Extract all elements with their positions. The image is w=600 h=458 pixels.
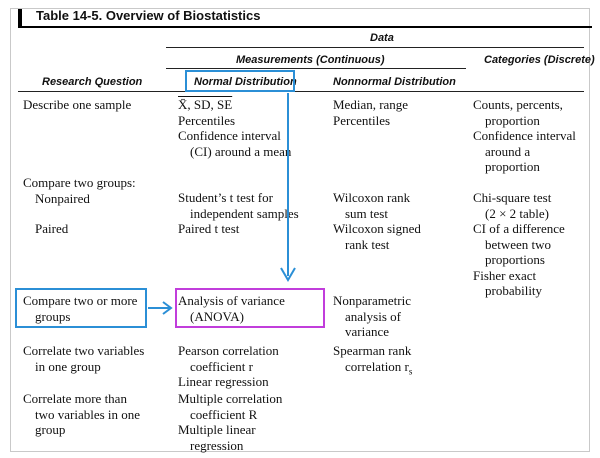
cell-line: Analysis of variance <box>178 293 285 308</box>
header-nonnormal-distribution: Nonnormal Distribution <box>333 76 456 88</box>
cell-line: Student’s t test for <box>178 190 273 205</box>
cell-line: X̄, SD, SE <box>178 97 233 112</box>
row-nonpaired-categories: Chi-square test (2 × 2 table) <box>473 190 551 221</box>
cell-line: coefficient R <box>190 406 258 422</box>
row-compare-two-question: Compare two groups: Nonpaired <box>23 175 136 206</box>
cell-line: regression <box>190 437 244 453</box>
header-rule-bottom <box>18 91 584 92</box>
cell-line: CI of a difference <box>473 221 565 236</box>
cell-line: Fisher exact <box>473 267 537 283</box>
cell-line: group <box>35 422 66 437</box>
row-describe-normal: X̄, SD, SE Percentiles Confidence interv… <box>178 97 291 159</box>
row-paired-nonnormal: Wilcoxon signed rank test <box>333 221 421 252</box>
cell-line: Percentiles <box>178 112 236 128</box>
cell-line: Compare two or more <box>23 293 138 308</box>
table-title: Table 14-5. Overview of Biostatistics <box>36 8 261 23</box>
document-frame <box>10 8 590 452</box>
cell-line: probability <box>485 283 543 298</box>
cell-line: (2 × 2 table) <box>485 205 550 221</box>
cell-line: Linear regression <box>178 374 269 389</box>
header-normal-distribution: Normal Distribution <box>194 76 297 88</box>
vertical-arrow-head <box>280 267 296 282</box>
cell-line: Paired t test <box>178 221 240 236</box>
cell-line: two variables in one <box>35 406 141 422</box>
cell-line: variance <box>345 324 390 339</box>
cell-line: Multiple correlation <box>178 391 283 406</box>
cell-line: Wilcoxon signed <box>333 221 421 236</box>
row-nonpaired-nonnormal: Wilcoxon rank sum test <box>333 190 410 221</box>
header-rule-measurements <box>166 68 466 69</box>
header-data: Data <box>370 32 394 44</box>
cell-line: proportion <box>485 112 540 128</box>
cell-line: Spearman rank <box>333 343 412 358</box>
row-correlate-two-question: Correlate two variables in one group <box>23 343 144 374</box>
cell-line: Percentiles <box>333 112 391 128</box>
cell-line: coefficient r <box>190 358 253 374</box>
cell-line: Counts, percents, <box>473 97 563 112</box>
cell-line: Multiple linear <box>178 422 256 437</box>
cell-line: correlation rs <box>333 359 412 380</box>
cell-line: Wilcoxon rank <box>333 190 411 205</box>
row-correlate-two-normal: Pearson correlation coefficient r Linear… <box>178 343 279 390</box>
cell-line: groups <box>35 308 71 324</box>
cell-line: in one group <box>35 358 101 374</box>
row-compare-more-nonnormal: Nonparametric analysis of variance <box>333 293 411 340</box>
row-compare-more-question: Compare two or more groups <box>23 293 137 324</box>
anova-highlight-box <box>175 288 325 328</box>
cell-line: Correlate more than <box>23 391 127 406</box>
row-nonpaired-normal: Student’s t test for independent samples <box>178 190 299 221</box>
cell-line: (CI) around a mean <box>190 143 292 159</box>
cell-line: Confidence interval <box>178 128 281 143</box>
cell-line: analysis of <box>345 308 401 324</box>
row-paired-categories: CI of a difference between two proportio… <box>473 221 565 299</box>
row-correlate-more-question: Correlate more than two variables in one… <box>23 391 140 438</box>
row-correlate-more-normal: Multiple correlation coefficient R Multi… <box>178 391 282 453</box>
cell-line: Correlate two variables <box>23 343 145 358</box>
cell-line: around a <box>485 143 531 159</box>
cell-line: Paired <box>35 221 69 236</box>
subscript: s <box>408 366 413 377</box>
header-categories: Categories (Discrete) <box>484 54 595 66</box>
cell-line: between two <box>485 236 552 252</box>
cell-line: Nonpaired <box>35 190 90 206</box>
row-describe-nonnormal: Median, range Percentiles <box>333 97 408 128</box>
header-rule-data <box>166 47 584 48</box>
cell-line: independent samples <box>190 205 299 221</box>
normal-distribution-highlight-box <box>185 70 295 92</box>
cell-line: Median, range <box>333 97 409 112</box>
row-correlate-two-nonnormal: Spearman rank correlation rs <box>333 343 412 380</box>
header-measurements: Measurements (Continuous) <box>236 54 385 66</box>
header-research-question: Research Question <box>42 76 143 88</box>
cell-line: Confidence interval <box>473 128 576 143</box>
row-describe-categories: Counts, percents, proportion Confidence … <box>473 97 576 175</box>
cell-line: (ANOVA) <box>190 308 244 324</box>
horizontal-arrow-head <box>162 301 173 315</box>
cell-line: sum test <box>345 205 388 221</box>
cell-line: Compare two groups: <box>23 175 136 190</box>
cell-line: Describe one sample <box>23 97 132 112</box>
cell-line: proportion <box>485 159 540 174</box>
row-describe-question: Describe one sample <box>23 97 131 113</box>
cell-line: rank test <box>345 236 390 252</box>
cell-line: proportions <box>485 252 545 267</box>
cell-line-text: correlation r <box>345 358 409 374</box>
cell-line: Pearson correlation <box>178 343 279 358</box>
row-paired-normal: Paired t test <box>178 221 239 237</box>
title-bar <box>18 9 592 28</box>
cell-line: Chi-square test <box>473 190 552 205</box>
compare-groups-highlight-box <box>15 288 147 328</box>
cell-line: Nonparametric <box>333 293 411 308</box>
row-paired-question: Paired <box>35 221 68 237</box>
row-compare-more-normal: Analysis of variance (ANOVA) <box>178 293 285 324</box>
